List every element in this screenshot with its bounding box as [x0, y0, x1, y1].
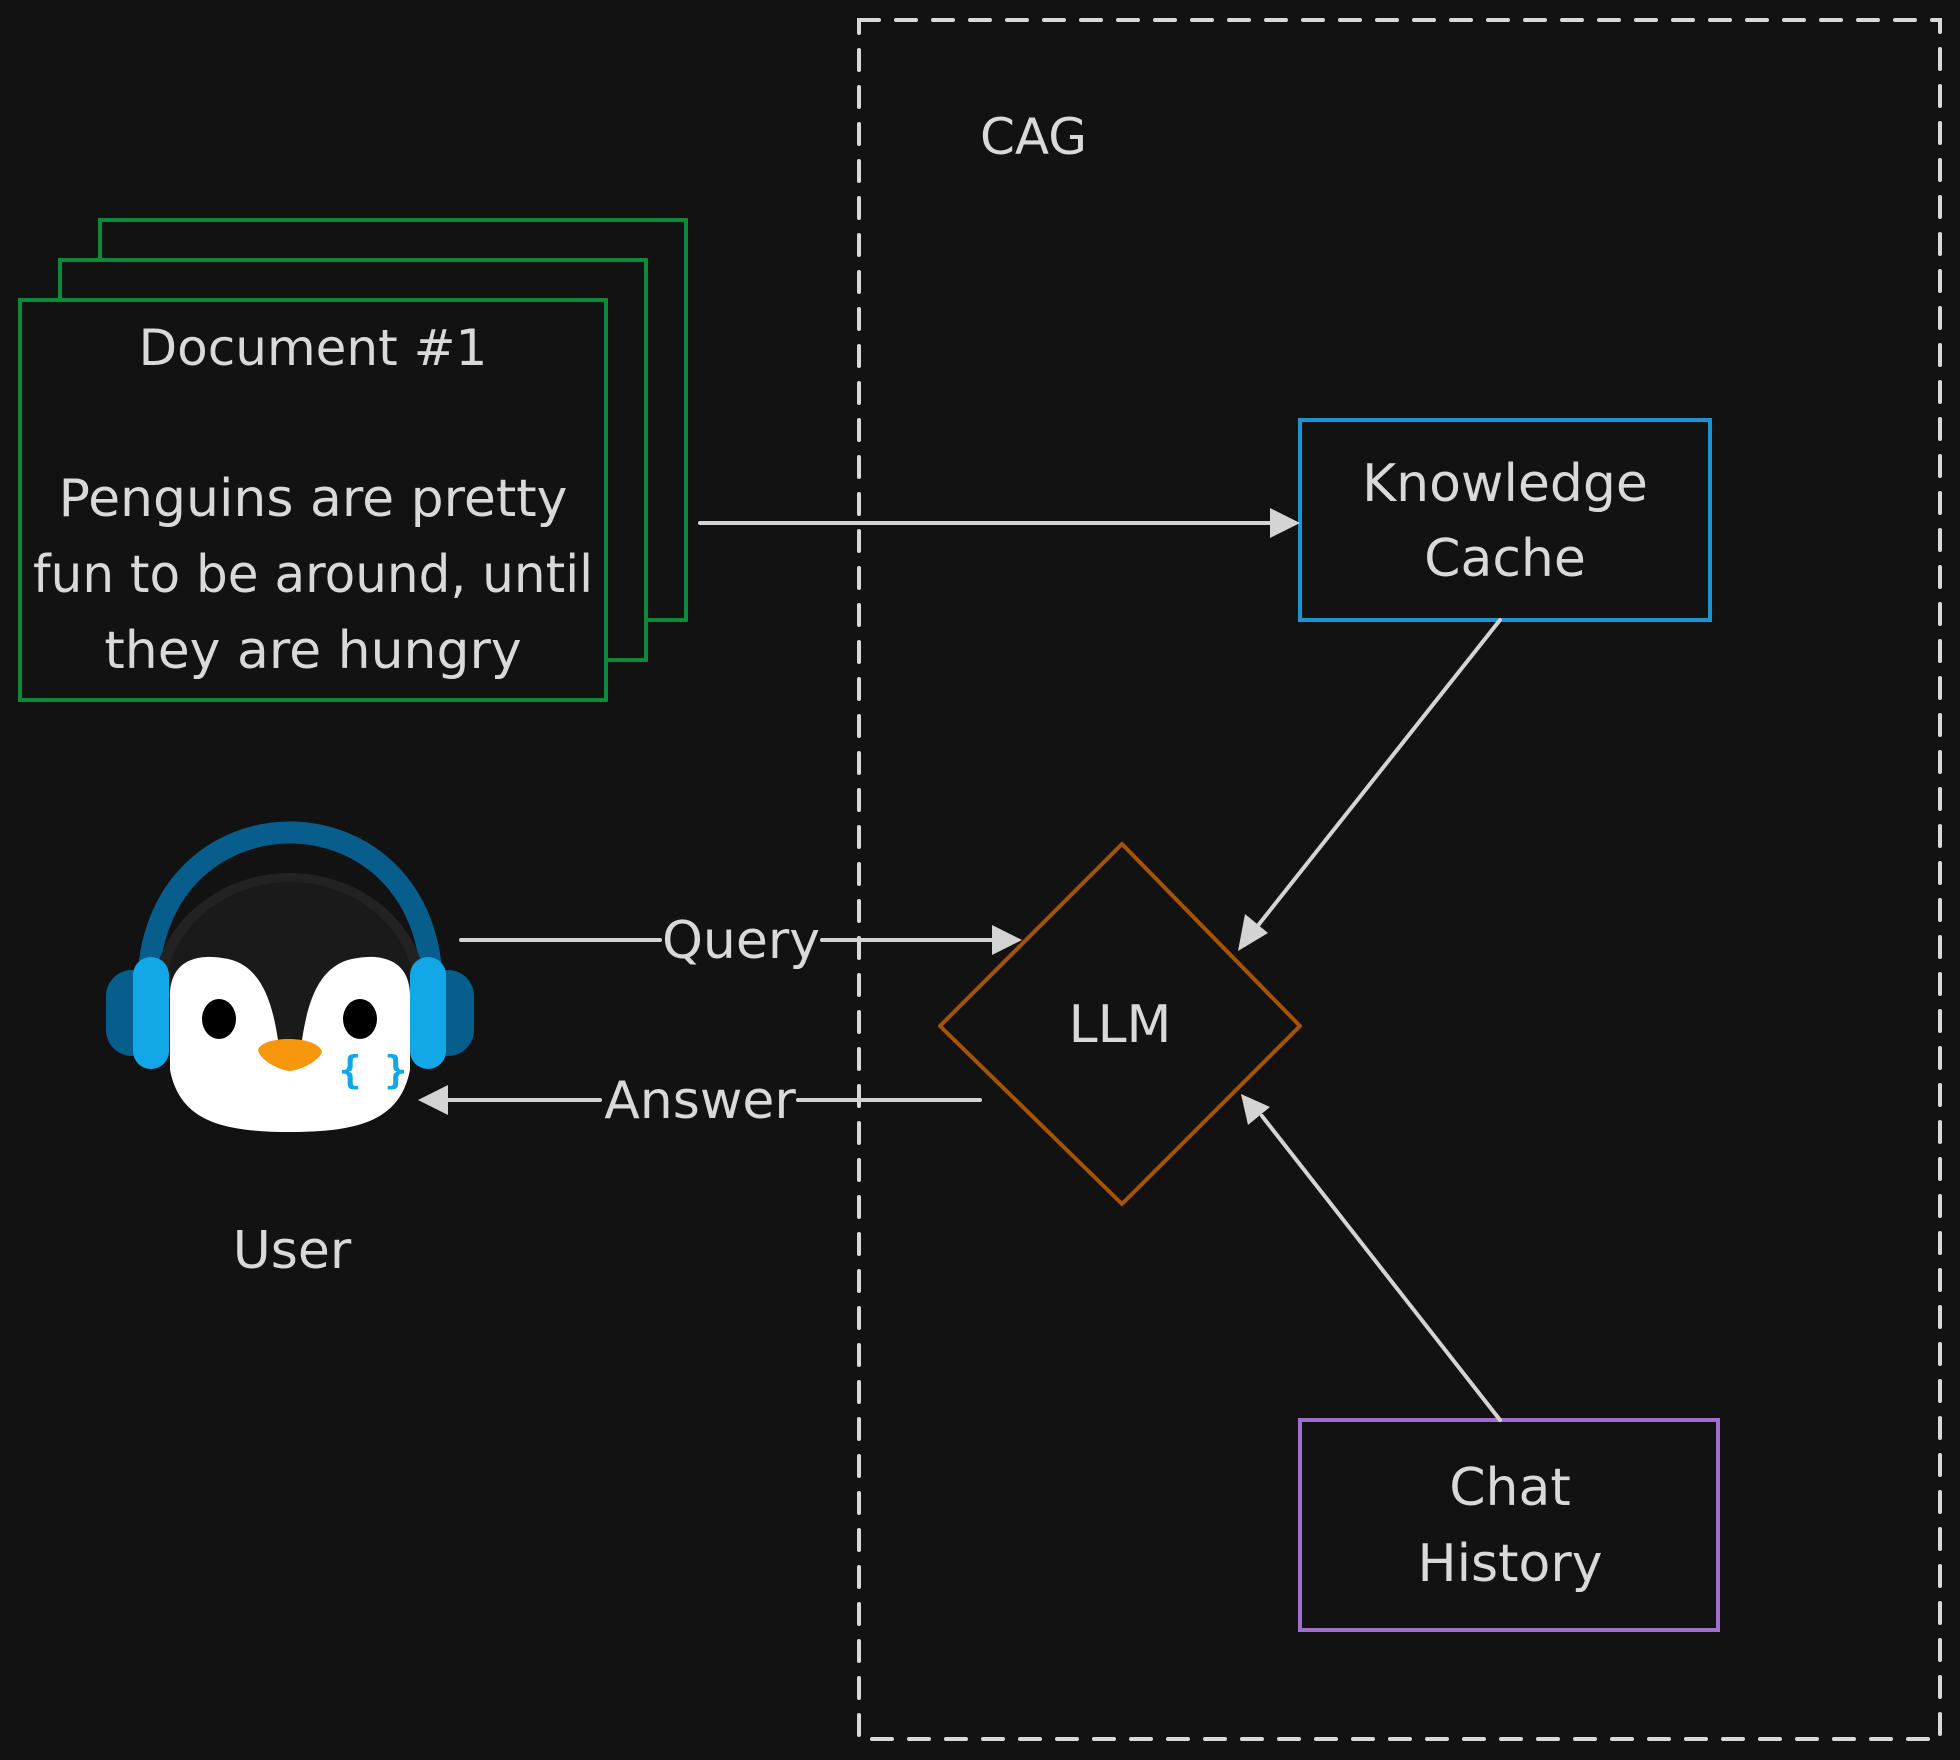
cag-group-label: CAG — [980, 108, 1087, 166]
edge-line — [1260, 1114, 1502, 1422]
arrowhead-icon — [1270, 508, 1300, 538]
edge-document-to-knowledge-cache[interactable] — [698, 508, 1300, 538]
document-page-front — [18, 298, 608, 702]
user-node[interactable]: { } User — [106, 821, 474, 1282]
document-title: Document #1 — [139, 319, 488, 377]
edge-answer[interactable]: Answer — [418, 1071, 982, 1131]
edge-knowledge-cache-to-llm[interactable] — [1238, 618, 1502, 951]
edge-query-label: Query — [662, 911, 820, 971]
chat-history-label-line-1: Chat — [1449, 1458, 1571, 1518]
edge-query[interactable]: Query — [459, 911, 1022, 971]
penguin-headphones-icon: { } — [106, 821, 474, 1132]
headphones-band — [137, 821, 443, 991]
penguin-eye-left — [202, 999, 236, 1039]
llm-diamond — [938, 842, 1302, 1206]
edge-line — [1254, 618, 1502, 930]
edge-chat-history-to-llm[interactable] — [1241, 1094, 1502, 1422]
headphones-cup-right — [410, 957, 446, 1069]
arrowhead-icon — [992, 925, 1022, 955]
document-body-line-3: they are hungry — [104, 621, 521, 681]
chat-history-box — [1298, 1418, 1720, 1632]
arrowhead-icon — [1238, 914, 1268, 951]
knowledge-cache-node[interactable]: Knowledge Cache — [1298, 418, 1712, 622]
user-label: User — [233, 1221, 352, 1281]
penguin-eye-right — [343, 999, 377, 1039]
cag-group-border — [857, 18, 1942, 1741]
arrowhead-icon — [1241, 1094, 1270, 1125]
knowledge-cache-label-line-2: Cache — [1424, 529, 1586, 589]
chat-history-node[interactable]: Chat History — [1298, 1418, 1720, 1632]
llm-label: LLM — [1069, 995, 1172, 1055]
edge-answer-label: Answer — [604, 1071, 796, 1131]
document-stack[interactable]: Document #1 Penguins are pretty fun to b… — [18, 218, 688, 702]
knowledge-cache-box — [1298, 418, 1712, 622]
penguin-beak — [258, 1038, 322, 1071]
document-body-line-1: Penguins are pretty — [59, 469, 568, 529]
code-braces-icon: { } — [339, 1048, 408, 1092]
document-body-line-2: fun to be around, until — [33, 545, 593, 605]
headphones-cup-left — [133, 957, 169, 1069]
arrowhead-icon — [418, 1085, 448, 1115]
chat-history-label-line-2: History — [1418, 1534, 1603, 1594]
llm-node[interactable]: LLM — [938, 842, 1302, 1206]
knowledge-cache-label-line-1: Knowledge — [1362, 454, 1648, 514]
cag-group[interactable]: CAG — [857, 18, 1942, 1741]
